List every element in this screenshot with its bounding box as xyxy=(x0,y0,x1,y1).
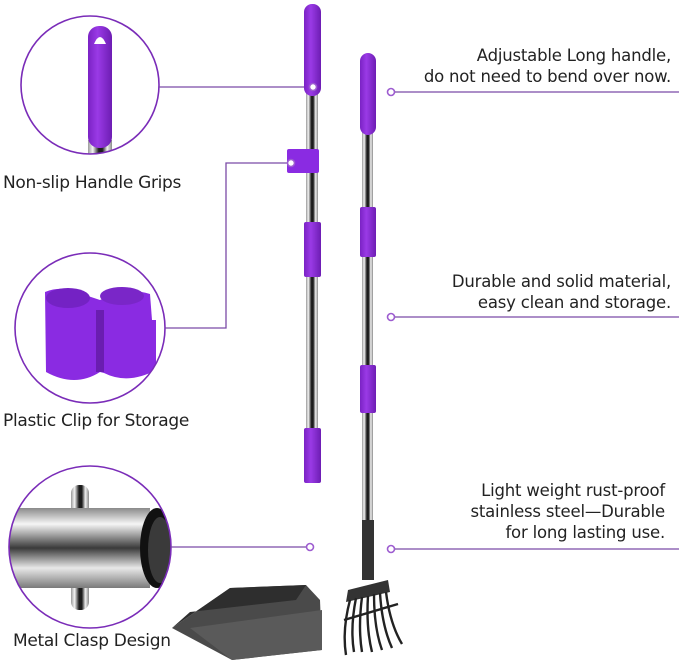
callout-material: Durable and solid material, easy clean a… xyxy=(452,271,671,313)
scooper-tray-product xyxy=(172,4,322,660)
marker-dot-material xyxy=(386,312,396,322)
feature-label-grips: Non-slip Handle Grips xyxy=(3,173,182,193)
callout-steel-line-2: stainless steel—Durable xyxy=(470,502,665,521)
marker-dot-handle xyxy=(386,87,396,97)
metal-clasp-closeup xyxy=(8,465,172,629)
rake-product xyxy=(343,53,404,656)
plastic-clip-closeup xyxy=(14,252,166,404)
callout-handle-line-2: do not need to bend over now. xyxy=(423,67,671,86)
callout-steel-line-1: Light weight rust-proof xyxy=(481,481,665,500)
callout-material-line-1: Durable and solid material, xyxy=(451,272,671,291)
feature-label-clasp: Metal Clasp Design xyxy=(13,631,171,651)
marker-dot-clasp xyxy=(305,542,315,552)
connector-line-clip xyxy=(165,162,292,329)
marker-dot-steel xyxy=(386,544,396,554)
callout-steel-line-3: for long lasting use. xyxy=(505,523,665,542)
marker-dot-grip xyxy=(308,82,318,92)
feature-label-clip: Plastic Clip for Storage xyxy=(3,411,189,431)
callout-material-line-2: easy clean and storage. xyxy=(477,293,671,312)
callout-steel: Light weight rust-proof stainless steel—… xyxy=(470,480,665,543)
callout-handle-line-1: Adjustable Long handle, xyxy=(476,46,671,65)
marker-dot-clip xyxy=(286,158,296,168)
callout-handle: Adjustable Long handle, do not need to b… xyxy=(424,45,671,87)
handle-grip-closeup xyxy=(20,15,160,155)
